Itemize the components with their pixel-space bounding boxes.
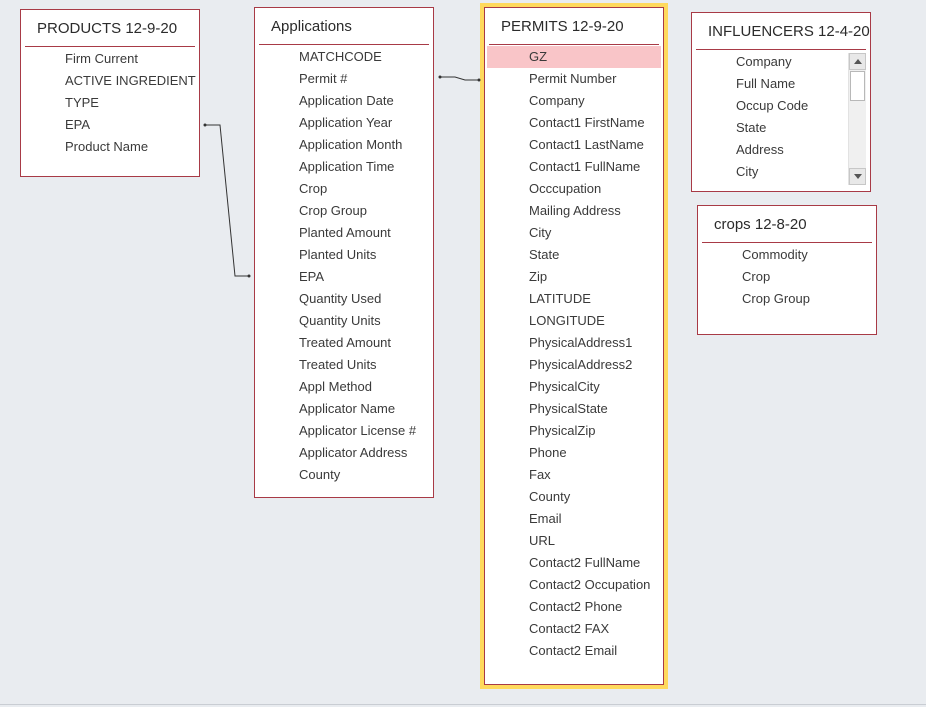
vertical-scrollbar[interactable] (848, 53, 866, 185)
field-item[interactable]: State (529, 247, 560, 262)
table-title[interactable]: crops 12-8-20 (714, 216, 807, 233)
field-item[interactable]: Occup Code (736, 98, 809, 113)
join-line-products-epa-to-applications-epa[interactable] (204, 124, 250, 277)
field-item[interactable]: Contact2 FAX (529, 621, 610, 636)
scroll-down-button[interactable] (849, 168, 866, 185)
field-item[interactable]: Applicator Address (299, 445, 408, 460)
title-divider (489, 44, 659, 45)
field-item[interactable]: Occcupation (529, 181, 602, 196)
field-item[interactable]: City (736, 164, 759, 179)
field-item[interactable]: Company (529, 93, 585, 108)
field-item[interactable]: Quantity Units (299, 313, 381, 328)
scroll-down-arrow-icon (854, 174, 862, 179)
window-bottom-border (0, 704, 926, 705)
field-item[interactable]: Permit # (299, 71, 348, 86)
field-item[interactable]: PhysicalState (529, 401, 608, 416)
field-item[interactable]: Address (736, 142, 784, 157)
field-item[interactable]: EPA (299, 269, 325, 284)
title-divider (25, 46, 195, 47)
join-end-applications-epa (247, 274, 251, 278)
field-item[interactable]: Contact2 Email (529, 643, 618, 658)
field-item[interactable]: Application Time (299, 159, 395, 174)
field-item[interactable]: County (299, 467, 341, 482)
field-item[interactable]: PhysicalZip (529, 423, 596, 438)
table-title[interactable]: Applications (271, 18, 352, 35)
join-end-permits (477, 78, 481, 82)
field-item[interactable]: Contact1 LastName (529, 137, 644, 152)
scroll-up-arrow-icon (854, 59, 862, 64)
field-item[interactable]: Contact2 Phone (529, 599, 623, 614)
field-item[interactable]: Application Year (299, 115, 393, 130)
field-item[interactable]: PhysicalCity (529, 379, 600, 394)
field-item[interactable]: Contact1 FullName (529, 159, 641, 174)
field-item[interactable]: Product Name (65, 139, 149, 154)
field-item[interactable]: Phone (529, 445, 567, 460)
field-item[interactable]: Zip (529, 269, 548, 284)
field-item[interactable]: Applicator License # (299, 423, 417, 438)
field-item[interactable]: EPA (65, 117, 91, 132)
field-item[interactable]: Treated Amount (299, 335, 392, 350)
title-divider (702, 242, 872, 243)
field-item[interactable]: Mailing Address (529, 203, 621, 218)
join-end-products (203, 123, 207, 127)
field-item[interactable]: MATCHCODE (299, 49, 382, 64)
field-item[interactable]: Appl Method (299, 379, 372, 394)
field-item[interactable]: State (736, 120, 767, 135)
field-item[interactable]: Quantity Used (299, 291, 382, 306)
field-item[interactable]: Planted Amount (299, 225, 391, 240)
field-item[interactable]: Application Date (299, 93, 394, 108)
field-item[interactable]: Contact2 FullName (529, 555, 641, 570)
field-item[interactable]: Crop (742, 269, 771, 284)
join-end-applications-permit (438, 75, 442, 79)
scroll-thumb[interactable] (850, 71, 865, 101)
field-item[interactable]: LATITUDE (529, 291, 591, 306)
field-item[interactable]: Fax (529, 467, 551, 482)
field-item[interactable]: Full Name (736, 76, 796, 91)
table-title[interactable]: PRODUCTS 12-9-20 (37, 20, 178, 37)
field-item[interactable]: City (529, 225, 552, 240)
field-item[interactable]: Email (529, 511, 562, 526)
join-line-applications-permit-to-permits[interactable] (439, 76, 480, 81)
field-item[interactable]: TYPE (65, 95, 99, 110)
scroll-up-button[interactable] (849, 53, 866, 70)
field-item[interactable]: PhysicalAddress1 (529, 335, 633, 350)
field-item[interactable]: Crop (299, 181, 328, 196)
field-item[interactable]: URL (529, 533, 556, 548)
field-item[interactable]: Treated Units (299, 357, 377, 372)
field-item[interactable]: LONGITUDE (529, 313, 605, 328)
field-item[interactable]: Application Month (299, 137, 403, 152)
field-item[interactable]: Permit Number (529, 71, 617, 86)
field-item[interactable]: GZ (487, 46, 661, 68)
field-item[interactable]: Contact2 Occupation (529, 577, 651, 592)
field-item[interactable]: ACTIVE INGREDIENT (65, 73, 196, 88)
field-item[interactable]: Commodity (742, 247, 808, 262)
field-item[interactable]: PhysicalAddress2 (529, 357, 633, 372)
field-item[interactable]: County (529, 489, 571, 504)
field-item[interactable]: Company (736, 54, 792, 69)
field-item[interactable]: Planted Units (299, 247, 377, 262)
field-item[interactable]: Crop Group (299, 203, 367, 218)
title-divider (259, 44, 429, 45)
table-title[interactable]: INFLUENCERS 12-4-20 (708, 23, 870, 40)
field-item[interactable]: Firm Current (65, 51, 138, 66)
table-title[interactable]: PERMITS 12-9-20 (501, 18, 624, 35)
title-divider (696, 49, 866, 50)
field-item[interactable]: Crop Group (742, 291, 810, 306)
field-item[interactable]: Contact1 FirstName (529, 115, 645, 130)
field-item[interactable]: Applicator Name (299, 401, 396, 416)
table-applications[interactable]: Applications MATCHCODE Permit # Applicatio… (254, 7, 434, 498)
